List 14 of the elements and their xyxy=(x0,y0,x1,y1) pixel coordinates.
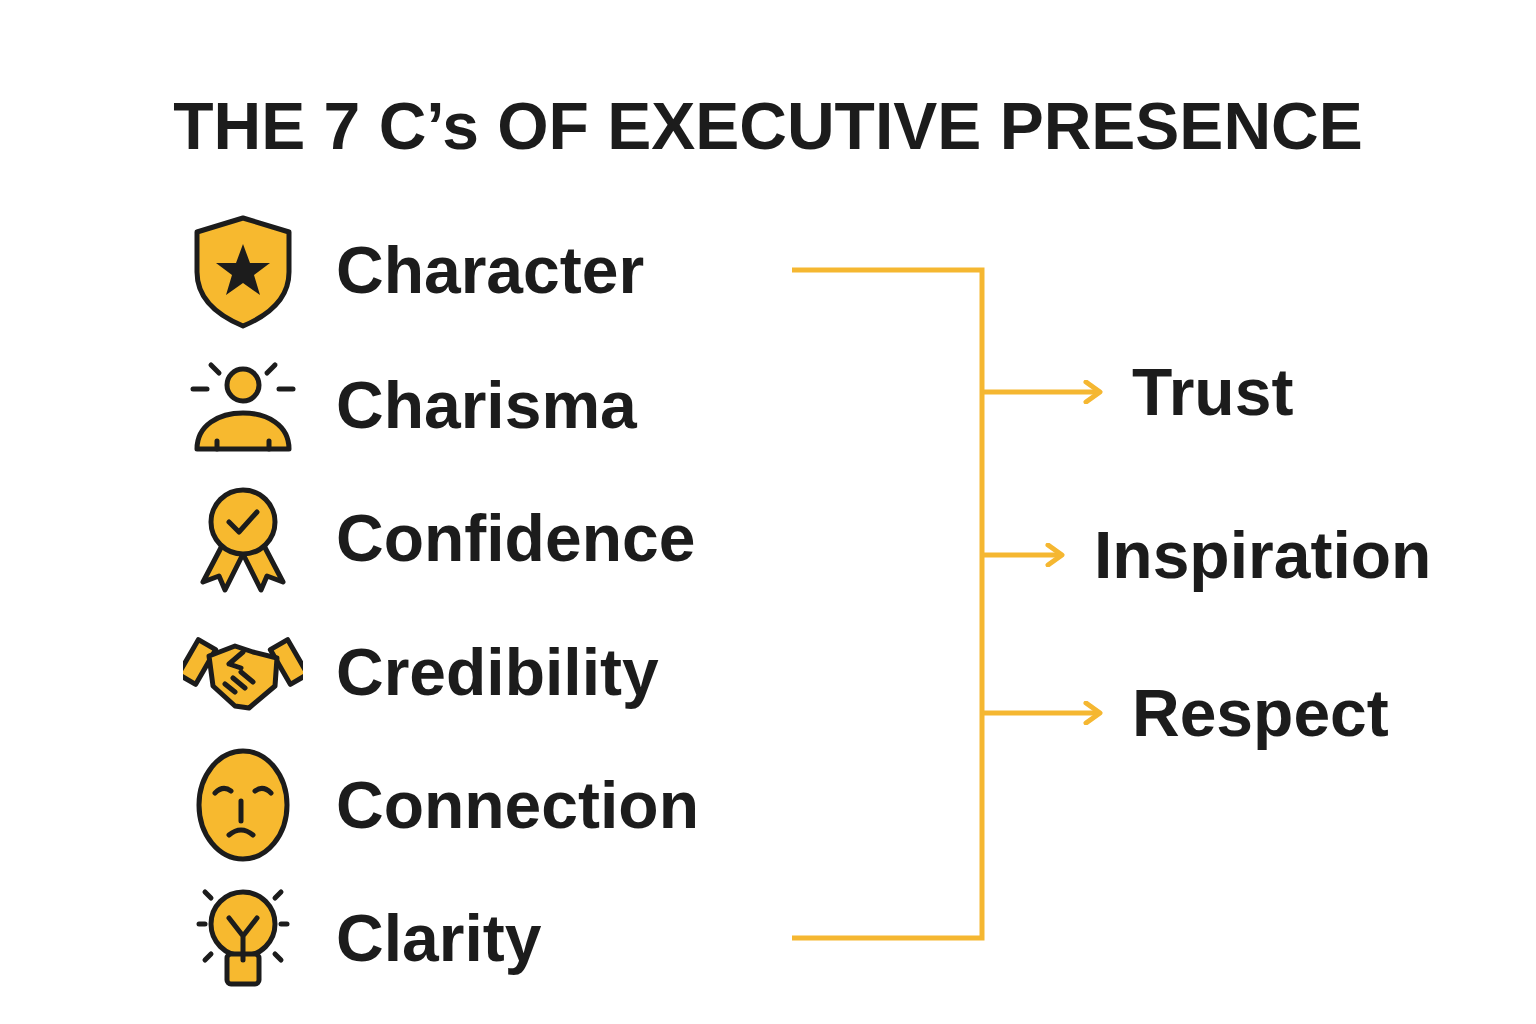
arrow xyxy=(982,542,1065,568)
item-label: Charisma xyxy=(336,368,637,442)
item-label: Connection xyxy=(336,768,699,842)
title: THE 7 C’s OF EXECUTIVE PRESENCE xyxy=(172,88,1364,164)
item-label: Clarity xyxy=(336,901,542,975)
item-label: Confidence xyxy=(336,501,696,575)
bracket xyxy=(792,267,985,941)
arrow xyxy=(982,700,1103,726)
outcome-label: Respect xyxy=(1100,676,1389,750)
item-label: Credibility xyxy=(336,635,659,709)
outcome-label: Trust xyxy=(1100,355,1294,429)
outcome-label: Inspiration xyxy=(1062,518,1432,592)
arrow xyxy=(982,379,1103,405)
item-label: Character xyxy=(336,233,645,307)
